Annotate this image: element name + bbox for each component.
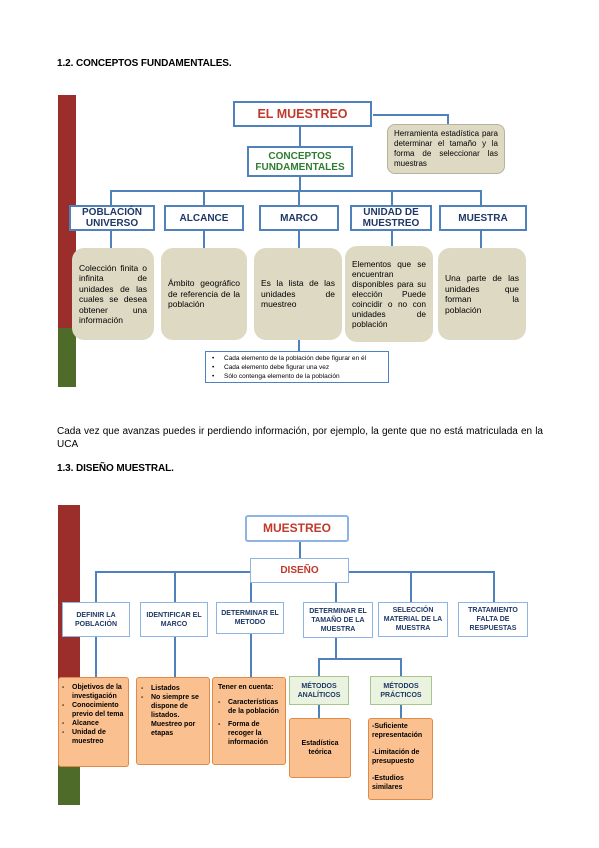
metodo-list: Tener en cuenta: -Características de la …	[212, 677, 286, 765]
note-box: Herramienta estadística para determinar …	[387, 124, 505, 174]
note-text: Herramienta estadística para determinar …	[394, 129, 498, 168]
body-paragraph: Cada vez que avanzas puedes ir perdiendo…	[57, 426, 543, 450]
category-poblacion: POBLACIÓN UNIVERSO	[69, 205, 155, 231]
list-item: Alcance	[72, 720, 99, 727]
desc-muestra: Una parte de las unidades que forman la …	[438, 248, 526, 340]
marco-list: -Listados -No siempre se dispone de list…	[136, 677, 210, 765]
category-identificar: IDENTIFICAR EL MARCO	[140, 602, 208, 637]
category-unidad: UNIDAD DE MUESTREO	[350, 205, 432, 231]
list-item: -Estudios similares	[372, 775, 404, 791]
list-item: Conocimiento previo del tema	[72, 702, 124, 718]
desc-text: Colección finita o infinita de unidades …	[79, 262, 147, 326]
category-muestra: MUESTRA	[439, 205, 527, 231]
bullet-item: Sólo contenga elemento de la población	[212, 372, 384, 381]
red-bar	[58, 505, 80, 688]
category-definir: DEFINIR LA POBLACIÓN	[62, 602, 130, 637]
category-marco: MARCO	[259, 205, 339, 231]
green-bar	[58, 328, 76, 387]
muestreo-box: MUESTREO	[245, 515, 349, 542]
category-determinar-metodo: DETERMINAR EL METODO	[216, 602, 284, 634]
desc-text: Ámbito geográfico de referencia de la po…	[168, 278, 240, 310]
conceptos-box: CONCEPTOS FUNDAMENTALES	[247, 146, 353, 177]
category-seleccion: SELECCIÓN MATERIAL DE LA MUESTRA	[378, 602, 448, 637]
category-determinar-tamano: DETERMINAR EL TAMAÑO DE LA MUESTRA	[303, 602, 373, 638]
list-item: Forma de recoger la información	[228, 721, 269, 746]
metodos-analiticos: MÉTODOS ANALÍTICOS	[289, 676, 349, 705]
category-tratamiento: TRATAMIENTO FALTA DE RESPUESTAS	[458, 602, 528, 637]
muestreo-title-box: EL MUESTREO	[233, 101, 372, 127]
metodos-practicos: MÉTODOS PRÁCTICOS	[370, 676, 432, 705]
diseno-box: DISEÑO	[250, 558, 349, 583]
list-item: Listados	[151, 685, 180, 692]
desc-text: Elementos que se encuentran disponibles …	[352, 259, 426, 329]
red-bar	[58, 95, 76, 328]
list-item: Estadística teórica	[301, 740, 339, 756]
list-item: Características de la población	[228, 699, 279, 715]
desc-text: Una parte de las unidades que forman la …	[445, 273, 519, 315]
list-header: Tener en cuenta:	[218, 684, 274, 691]
list-item: -Suficiente representación	[372, 723, 423, 739]
section-heading-2: 1.3. DISEÑO MUESTRAL.	[57, 463, 174, 474]
desc-alcance: Ámbito geográfico de referencia de la po…	[161, 248, 247, 340]
section-heading-1: 1.2. CONCEPTOS FUNDAMENTALES.	[57, 58, 232, 69]
marco-bullets: Cada elemento de la población debe figur…	[205, 351, 389, 383]
practicos-list: -Suficiente representación -Limitación d…	[368, 718, 433, 800]
analiticos-box: Estadística teórica	[289, 718, 351, 778]
bullet-item: Cada elemento debe figurar una vez	[212, 363, 384, 372]
list-item: No siempre se dispone de listados. Muest…	[151, 694, 199, 737]
list-item: Objetivos de la investigación	[72, 684, 122, 700]
list-item: -Limitación de presupuesto	[372, 749, 420, 765]
definir-list: -Objetivos de la investigación -Conocimi…	[58, 677, 129, 767]
desc-poblacion: Colección finita o infinita de unidades …	[72, 248, 154, 340]
category-alcance: ALCANCE	[164, 205, 244, 231]
desc-marco: Es la lista de las unidades de muestreo	[254, 248, 342, 340]
desc-unidad: Elementos que se encuentran disponibles …	[345, 246, 433, 342]
bullet-item: Cada elemento de la población debe figur…	[212, 354, 384, 363]
list-item: Unidad de muestreo	[72, 729, 106, 745]
desc-text: Es la lista de las unidades de muestreo	[261, 278, 335, 310]
